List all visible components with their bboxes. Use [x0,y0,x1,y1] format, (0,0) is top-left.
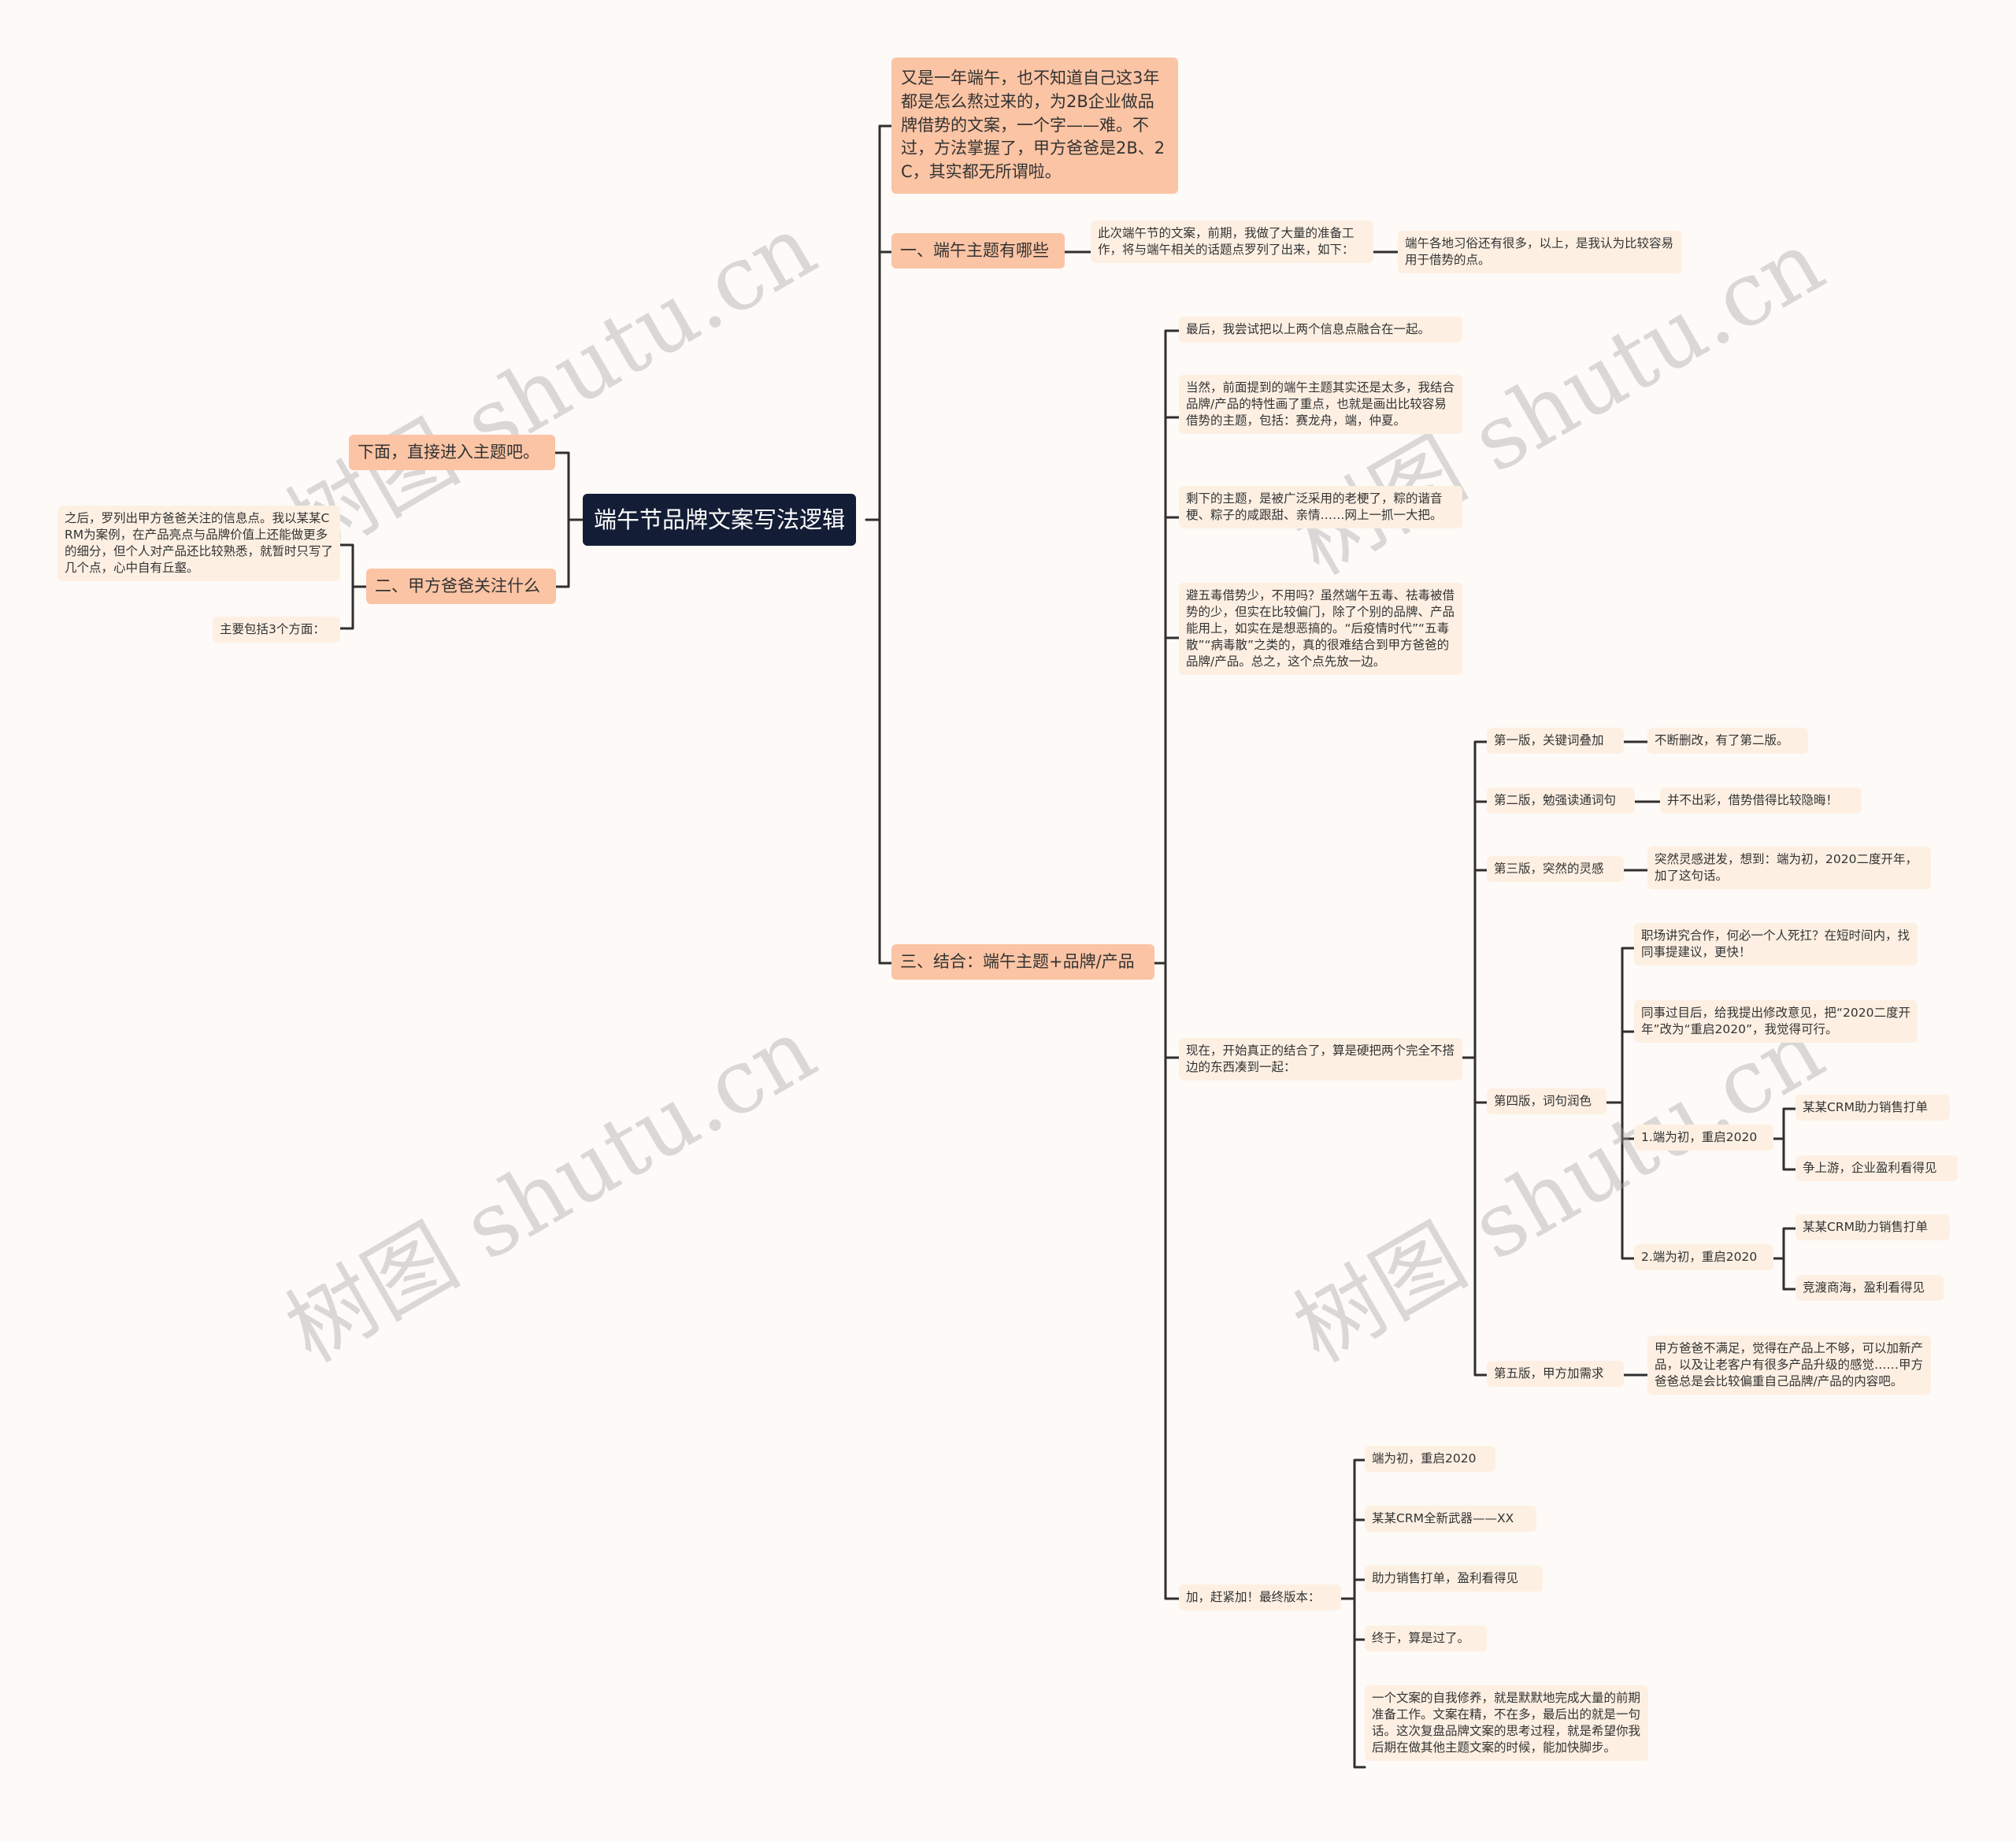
node-client-focus-three[interactable]: 主要包括3个方面： [213,617,340,643]
node-final-line-3[interactable]: 助力销售打单，盈利看得见 [1365,1566,1543,1592]
node-combine-merge[interactable]: 最后，我尝试把以上两个信息点融合在一起。 [1179,317,1462,343]
node-version-4-option-1b[interactable]: 争上游，企业盈利看得见 [1796,1155,1958,1182]
node-final-version[interactable]: 加，赶紧加！最终版本： [1179,1584,1341,1611]
link-v4c-leaves [1772,1107,1797,1171]
node-combine-focus[interactable]: 当然，前面提到的端午主题其实还是太多，我结合品牌/产品的特性画了重点，也就是画出… [1179,375,1462,435]
link-root-left [554,451,584,588]
node-dragon-topics[interactable]: 一、端午主题有哪些 [891,233,1065,269]
node-final-line-1[interactable]: 端为初，重启2020 [1365,1446,1495,1473]
node-client-focus-detail[interactable]: 之后，罗列出甲方爸爸关注的信息点。我以某某CRM为案例，在产品亮点与品牌价值上还… [57,506,340,582]
node-combine-old-memes[interactable]: 剩下的主题，是被广泛采用的老梗了，粽的谐音梗、粽子的咸跟甜、亲情……网上一抓一大… [1179,486,1462,529]
node-version-4[interactable]: 第四版，词句润色 [1487,1088,1606,1115]
node-dragon-topics-more[interactable]: 端午各地习俗还有很多，以上，是我认为比较容易用于借势的点。 [1398,231,1681,274]
link-version-details [1622,740,1662,1377]
node-version-2-detail[interactable]: 并不出彩，借势借得比较隐晦！ [1660,788,1862,814]
node-version-1-detail[interactable]: 不断删改，有了第二版。 [1647,728,1808,754]
node-enter-topic[interactable]: 下面，直接进入主题吧。 [349,435,555,470]
node-combine-start[interactable]: 现在，开始真正的结合了，算是硬把两个完全不搭边的东西凑到一起： [1179,1038,1462,1081]
link-n2-leaves [339,543,368,630]
node-version-5-detail[interactable]: 甲方爸爸不满足，觉得在产品上不够，可以加新产品，以及让老客户有很多产品升级的感觉… [1647,1336,1931,1395]
node-version-4-option-1[interactable]: 1.端为初，重启2020 [1634,1125,1773,1151]
node-version-5[interactable]: 第五版，甲方加需求 [1487,1361,1624,1388]
link-b3-children [1153,329,1180,1600]
link-v4-children [1605,947,1636,1260]
node-version-2[interactable]: 第二版，勉强读通词句 [1487,788,1635,814]
node-final-summary[interactable]: 一个文案的自我修养，就是默默地完成大量的前期准备工作。文案在精，不在多，最后出的… [1365,1685,1648,1762]
link-root-right [865,124,893,965]
node-final-passed[interactable]: 终于，算是过了。 [1365,1625,1487,1652]
node-dragon-topics-prep[interactable]: 此次端午节的文案，前期，我做了大量的准备工作，将与端午相关的话题点罗列了出来，如… [1091,221,1373,264]
node-version-3[interactable]: 第三版，突然的灵感 [1487,856,1624,883]
node-version-1[interactable]: 第一版，关键词叠加 [1487,728,1624,754]
node-version-4-option-2[interactable]: 2.端为初，重启2020 [1634,1244,1773,1271]
node-combine-five-poisons[interactable]: 避五毒借势少，不用吗？虽然端午五毒、祛毒被借势的少，但实在比较偏门，除了个别的品… [1179,583,1462,676]
node-version-4-option-1a[interactable]: 某某CRM助力销售打单 [1796,1095,1950,1121]
node-version-4-feedback[interactable]: 同事过目后，给我提出修改意见，把“2020二度开年”改为“重启2020”，我觉得… [1634,1000,1918,1043]
node-version-3-detail[interactable]: 突然灵感迸发，想到：端为初，2020二度开年，加了这句话。 [1647,847,1931,890]
link-v4d-leaves [1772,1227,1797,1291]
node-version-4-teamwork[interactable]: 职场讲究合作，何必一个人死扛？在短时间内，找同事提建议，更快！ [1634,923,1918,966]
node-intro[interactable]: 又是一年端午，也不知道自己这3年都是怎么熬过来的，为2B企业做品牌借势的文案，一… [891,57,1178,195]
node-version-4-option-2a[interactable]: 某某CRM助力销售打单 [1796,1214,1950,1241]
node-combine[interactable]: 三、结合：端午主题+品牌/产品 [891,944,1154,980]
node-final-line-2[interactable]: 某某CRM全新武器——XX [1365,1506,1536,1533]
link-c6-finals [1340,1458,1366,1769]
root-node[interactable]: 端午节品牌文案写法逻辑 [583,494,857,546]
node-client-focus[interactable]: 二、甲方爸爸关注什么 [366,569,556,604]
link-c5-versions [1461,740,1488,1377]
node-version-4-option-2b[interactable]: 竞渡商海，盈利看得见 [1796,1275,1944,1302]
